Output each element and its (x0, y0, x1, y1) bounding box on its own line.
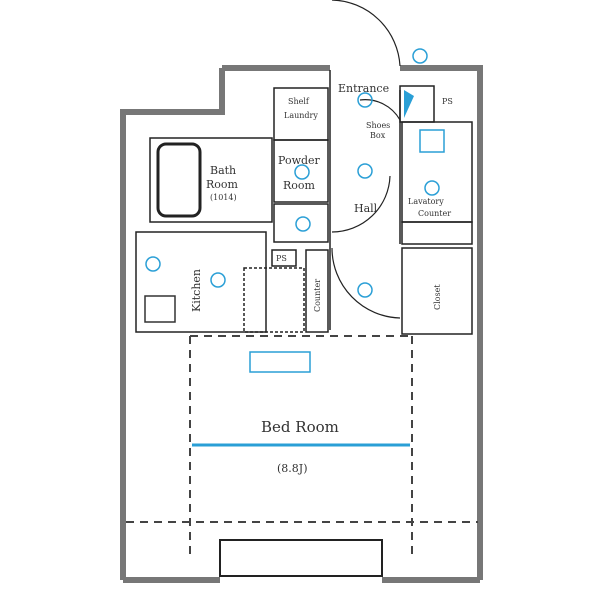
label-kitchen: Kitchen (190, 269, 203, 312)
label-bedroom: Bed Room (261, 418, 339, 436)
label-laundry: Laundry (284, 111, 318, 120)
label-counter: Counter (313, 279, 322, 312)
door-swings (331, 0, 401, 319)
inner-walls (135, 70, 473, 577)
label-counter-lav: Counter (418, 209, 451, 218)
label-entrance: Entrance (338, 82, 389, 95)
label-bedroom-size: (8.8J) (277, 462, 308, 475)
label-bath-size: (1014) (210, 193, 237, 202)
label-powder-2: Room (283, 179, 316, 192)
outer-walls (120, 65, 483, 583)
label-shelf: Shelf (288, 97, 310, 106)
label-bath-1: Bath (210, 164, 236, 177)
label-closet: Closet (433, 284, 442, 310)
label-ps-top: PS (442, 97, 453, 106)
label-powder-1: Powder (278, 154, 321, 167)
label-hall: Hall (354, 202, 378, 215)
label-lavatory: Lavatory (408, 197, 444, 206)
label-shoes-box-1: Shoes (366, 121, 390, 130)
label-bath-2: Room (206, 178, 239, 191)
equipment-icons (144, 48, 445, 373)
label-shoes-box-2: Box (370, 131, 386, 140)
label-ps-mid: PS (276, 254, 287, 263)
shoes-box-icon (404, 90, 414, 118)
bedroom-dashes (126, 335, 478, 555)
